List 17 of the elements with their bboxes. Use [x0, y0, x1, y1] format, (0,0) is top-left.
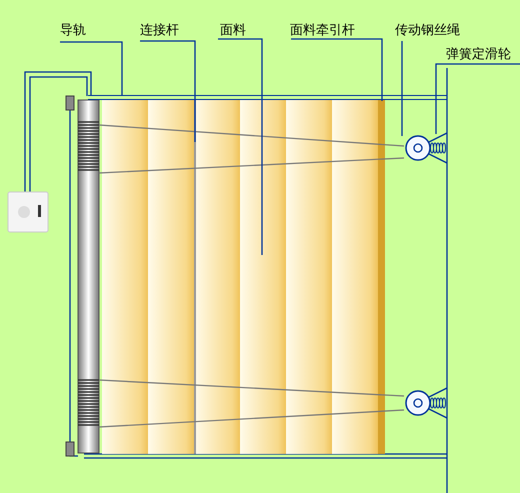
wire-rope: [99, 378, 404, 430]
part-label: 传动钢丝绳: [395, 23, 460, 38]
leader-line: [60, 41, 123, 96]
leader-line: [401, 41, 403, 136]
part-label: 连接杆: [140, 23, 179, 38]
leader-line: [140, 40, 196, 142]
wire-rope: [99, 122, 404, 175]
part-label: 导轨: [60, 23, 86, 38]
leader-line: [218, 38, 263, 255]
leader-line: [435, 63, 520, 134]
leader-line: [291, 38, 383, 101]
pull-bar: [378, 100, 385, 454]
part-label: 面料: [220, 23, 246, 38]
part-label: 弹簧定滑轮: [446, 47, 511, 62]
fabric-panel: [102, 100, 378, 454]
part-label: 面料牵引杆: [290, 23, 355, 38]
guide-rail: [88, 95, 447, 100]
